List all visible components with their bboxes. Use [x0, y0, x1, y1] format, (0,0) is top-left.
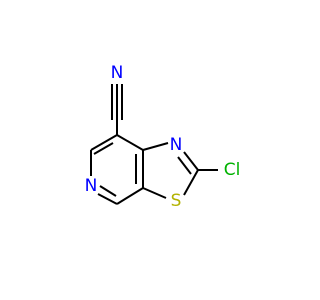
atom-n-nitrile: N: [111, 63, 124, 83]
bond-n5-c4: [97, 193, 118, 205]
bond-s-c3a: [142, 187, 167, 199]
bond-c7-c6: [90, 134, 118, 151]
bond-c7a-n: [142, 142, 169, 151]
bond-n5-c4-double: [99, 185, 117, 197]
atom-n-pyridine: N: [85, 176, 98, 196]
molecule-canvas: N N N S Cl: [85, 63, 241, 211]
bond-n-c2-double: [177, 156, 192, 175]
atom-labels: N N N S Cl: [85, 63, 241, 211]
atom-cl: Cl: [224, 160, 241, 180]
atom-s-thiazole: S: [171, 191, 182, 211]
bonds: [90, 84, 218, 205]
molecule-structure: N N N S Cl: [85, 63, 241, 211]
bond-c7-c6-double: [93, 142, 114, 155]
atom-n-thiazole: N: [170, 135, 183, 155]
bond-c7a-c7: [116, 134, 144, 151]
bond-n-c2: [183, 151, 199, 171]
bond-c4-c3a: [116, 187, 144, 205]
bond-c2-s: [183, 169, 199, 196]
